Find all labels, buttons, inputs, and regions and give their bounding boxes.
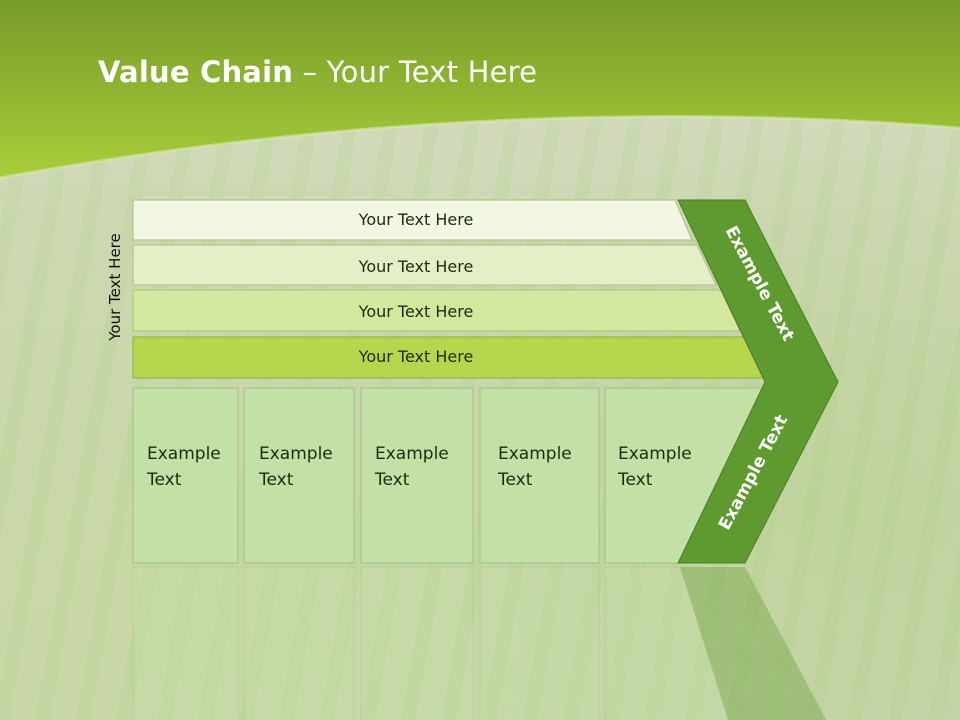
box-5-line-2: Text (617, 470, 653, 490)
title-bold: Value Chain (98, 55, 294, 89)
box-4-line-1: Example (498, 444, 572, 464)
box-2-line-2: Text (258, 470, 294, 490)
box-3-line-1: Example (375, 444, 449, 464)
bar-2-label: Your Text Here (358, 257, 474, 276)
bar-3: Your Text Here (132, 289, 741, 332)
activity-box-2: Example Text (243, 387, 355, 564)
box-1-line-1: Example (147, 444, 221, 464)
bar-4: Your Text Here (132, 336, 765, 379)
title-rest: – Your Text Here (293, 55, 538, 89)
box-3-line-2: Text (374, 470, 410, 490)
page-title: Value Chain – Your Text Here (98, 55, 537, 89)
box-2-line-1: Example (259, 444, 333, 464)
bar-1: Your Text Here (132, 199, 693, 241)
activity-box-4: Example Text (479, 387, 600, 564)
bar-4-label: Your Text Here (358, 347, 474, 366)
activity-box-3: Example Text (360, 387, 474, 564)
bar-1-label: Your Text Here (358, 210, 474, 229)
box-5-line-1: Example (618, 444, 692, 464)
header-band (0, 0, 960, 180)
box-4-line-2: Text (497, 470, 533, 490)
activity-box-1: Example Text (132, 387, 239, 564)
box-1-line-2: Text (146, 470, 182, 490)
bar-2: Your Text Here (132, 244, 717, 286)
bar-3-label: Your Text Here (358, 302, 474, 321)
activity-box-5: Example Text (604, 387, 766, 564)
